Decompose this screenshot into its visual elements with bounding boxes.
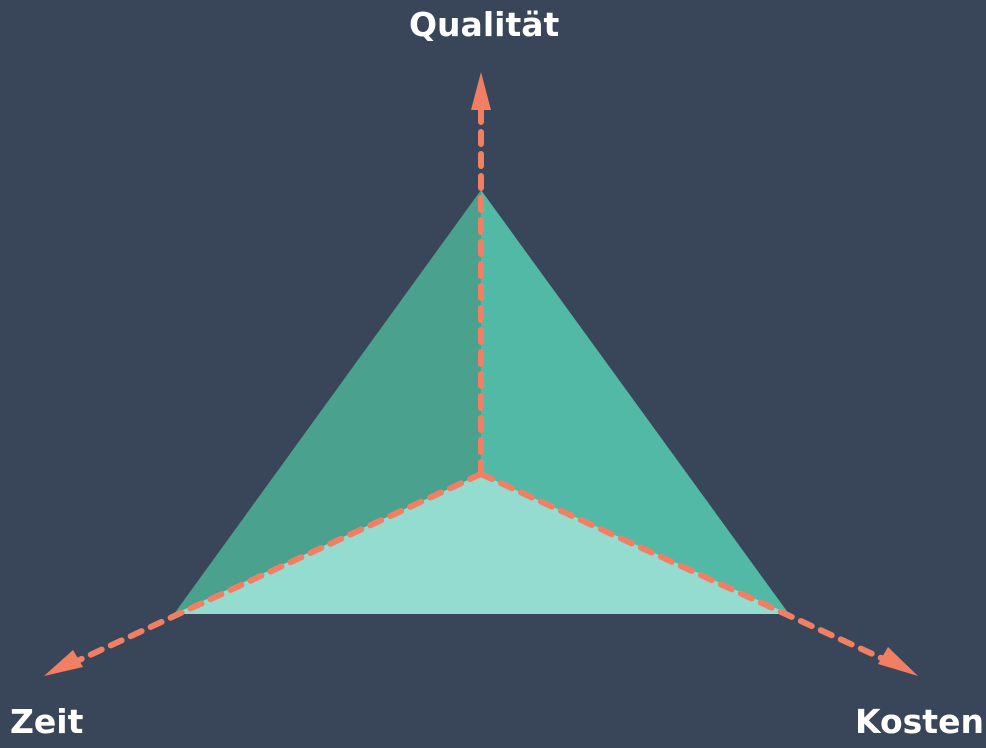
axis-time — [59, 471, 484, 671]
pyramid-face-left — [174, 190, 481, 614]
axis-cost — [478, 471, 906, 671]
arrow-down-right-icon — [878, 647, 918, 676]
label-quality: Qualität — [409, 5, 560, 44]
pyramid-face-right — [481, 190, 789, 614]
label-cost: Kosten — [855, 702, 984, 741]
arrow-down-left-icon — [44, 650, 83, 676]
pyramid-face-bottom — [174, 474, 789, 614]
arrow-up-icon — [471, 72, 491, 110]
label-time: Zeit — [10, 702, 84, 741]
